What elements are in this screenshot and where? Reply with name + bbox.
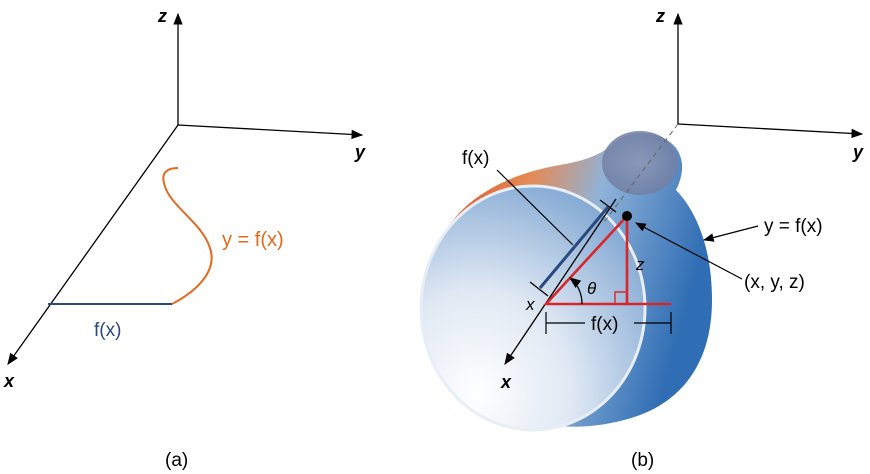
panel-b-curve-leader — [702, 225, 759, 242]
panel-b-base-label: f(x) — [591, 314, 618, 335]
panel-b-z-label: z — [655, 6, 665, 26]
panel-b-triangle — [543, 212, 629, 306]
panel-a-curve — [162, 167, 213, 305]
panel-b-x-small-label: x — [525, 295, 535, 314]
panel-b-point — [622, 211, 632, 221]
panel-b-radius-bar — [538, 206, 610, 289]
panel-b-radius-tick-high — [599, 199, 617, 213]
panel-b-axis-dashed — [603, 123, 679, 223]
panel-b-right-angle — [614, 291, 627, 304]
panel-a-y-label: y — [354, 142, 366, 162]
panel-a-radius-label: f(x) — [94, 320, 121, 341]
panel-b-radius-tick-low — [529, 281, 549, 297]
panel-b-curve-label: y = f(x) — [764, 216, 823, 237]
panel-b-knob — [602, 131, 678, 195]
panel-a: z y x y = f(x) f(x) (a) — [3, 6, 366, 471]
panel-a-x-label: x — [3, 371, 15, 391]
panel-b-theta-label: θ — [587, 279, 597, 298]
panel-b-z-side-label: z — [635, 255, 645, 274]
panel-b-y-label: y — [852, 142, 864, 162]
panel-b-point-label: (x, y, z) — [744, 272, 805, 293]
panel-a-y-axis — [177, 124, 364, 140]
panel-b-point-leader — [635, 222, 743, 280]
panel-b-caption: (b) — [631, 450, 654, 471]
panel-a-curve-label: y = f(x) — [222, 229, 284, 251]
panel-b-theta-arc — [569, 277, 583, 305]
panel-b-x-axis — [504, 198, 617, 365]
panel-b: z y x f(x) y = f(x) (x, y, z) z θ x f(x)… — [419, 6, 864, 471]
panel-a-x-axis — [7, 124, 179, 365]
panel-b-disk-face — [419, 184, 647, 432]
panel-a-z-label: z — [157, 6, 167, 26]
panel-b-y-axis — [677, 123, 864, 139]
panel-b-x-label: x — [500, 372, 512, 392]
panel-b-radius-label: f(x) — [462, 148, 489, 169]
panel-a-caption: (a) — [165, 450, 188, 471]
panel-b-radius-leader — [496, 169, 574, 246]
